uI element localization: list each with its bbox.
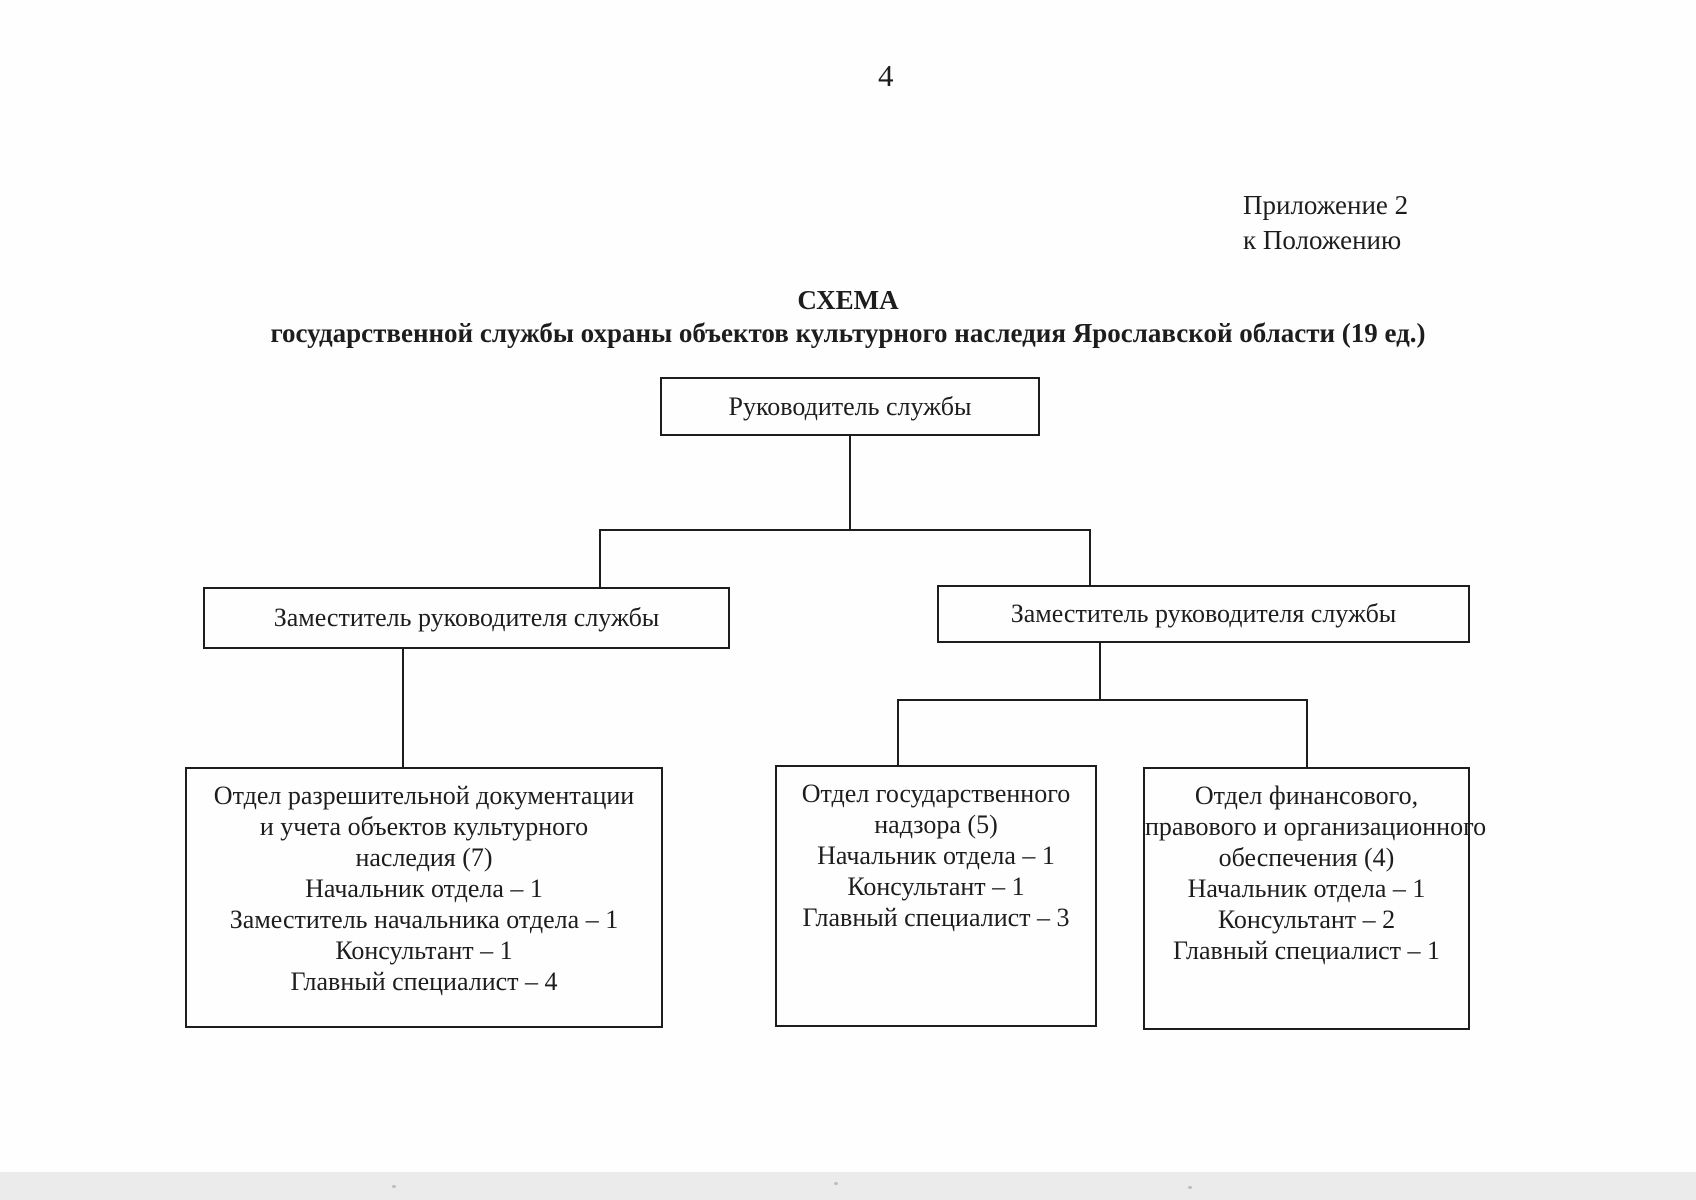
dept-staff-line: Консультант – 1 [335, 936, 513, 965]
page-number: 4 [878, 58, 894, 93]
dept-staff-line: Консультант – 2 [1217, 905, 1396, 934]
org-box-head-of-service: Руководитель службы [660, 377, 1040, 436]
org-box-dept-state-supervision: Отдел государственного надзора (5) Начал… [775, 765, 1097, 1027]
dept-staff-line: Консультант – 1 [847, 872, 1025, 901]
dept-title-line: Отдел разрешительной документации [213, 781, 635, 810]
scan-artifact-strip [0, 1172, 1696, 1200]
dept-staff-line: Заместитель начальника отдела – 1 [229, 905, 619, 934]
org-box-deputy-left-label: Заместитель руководителя службы [273, 603, 660, 632]
org-box-deputy-left: Заместитель руководителя службы [203, 587, 730, 649]
scan-artifact-speck [1188, 1186, 1192, 1189]
org-box-dept-permits-documentation: Отдел разрешительной документации и учет… [185, 767, 663, 1028]
dept-staff-line: Главный специалист – 3 [802, 903, 1070, 932]
dept-staff-line: Начальник отдела – 1 [1187, 874, 1426, 903]
dept-title-line: и учета объектов культурного [259, 812, 589, 841]
dept-title-line: правового и организационного [1145, 812, 1487, 841]
dept-title-line: надзора (5) [874, 810, 998, 839]
dept-title-line: Отдел государственного [801, 779, 1071, 808]
schema-heading: СХЕМА [797, 285, 899, 315]
dept-staff-line: Начальник отдела – 1 [817, 841, 1055, 870]
appendix-annotation: Приложение 2 к Положению [1243, 188, 1408, 258]
scan-artifact-speck [834, 1182, 838, 1185]
dept-staff-line: Главный специалист – 4 [290, 967, 558, 996]
schema-subheading: государственной службы охраны объектов к… [270, 318, 1426, 348]
dept-title-line: Отдел финансового, [1194, 781, 1419, 810]
dept-title-line: обеспечения (4) [1218, 843, 1395, 872]
scan-artifact-speck [392, 1185, 396, 1188]
dept-title-line: наследия (7) [355, 843, 493, 872]
org-box-dept-finance-legal: Отдел финансового, правового и организац… [1143, 767, 1487, 1030]
schema-title: СХЕМА государственной службы охраны объе… [0, 284, 1696, 350]
org-box-head-of-service-label: Руководитель службы [728, 391, 972, 421]
org-box-deputy-right-label: Заместитель руководителя службы [1010, 599, 1397, 628]
org-box-deputy-right: Заместитель руководителя службы [937, 585, 1470, 643]
annotation-line-2: к Положению [1243, 225, 1402, 255]
annotation-line-1: Приложение 2 [1243, 190, 1409, 220]
dept-staff-line: Главный специалист – 1 [1172, 936, 1441, 965]
dept-staff-line: Начальник отдела – 1 [305, 874, 543, 903]
